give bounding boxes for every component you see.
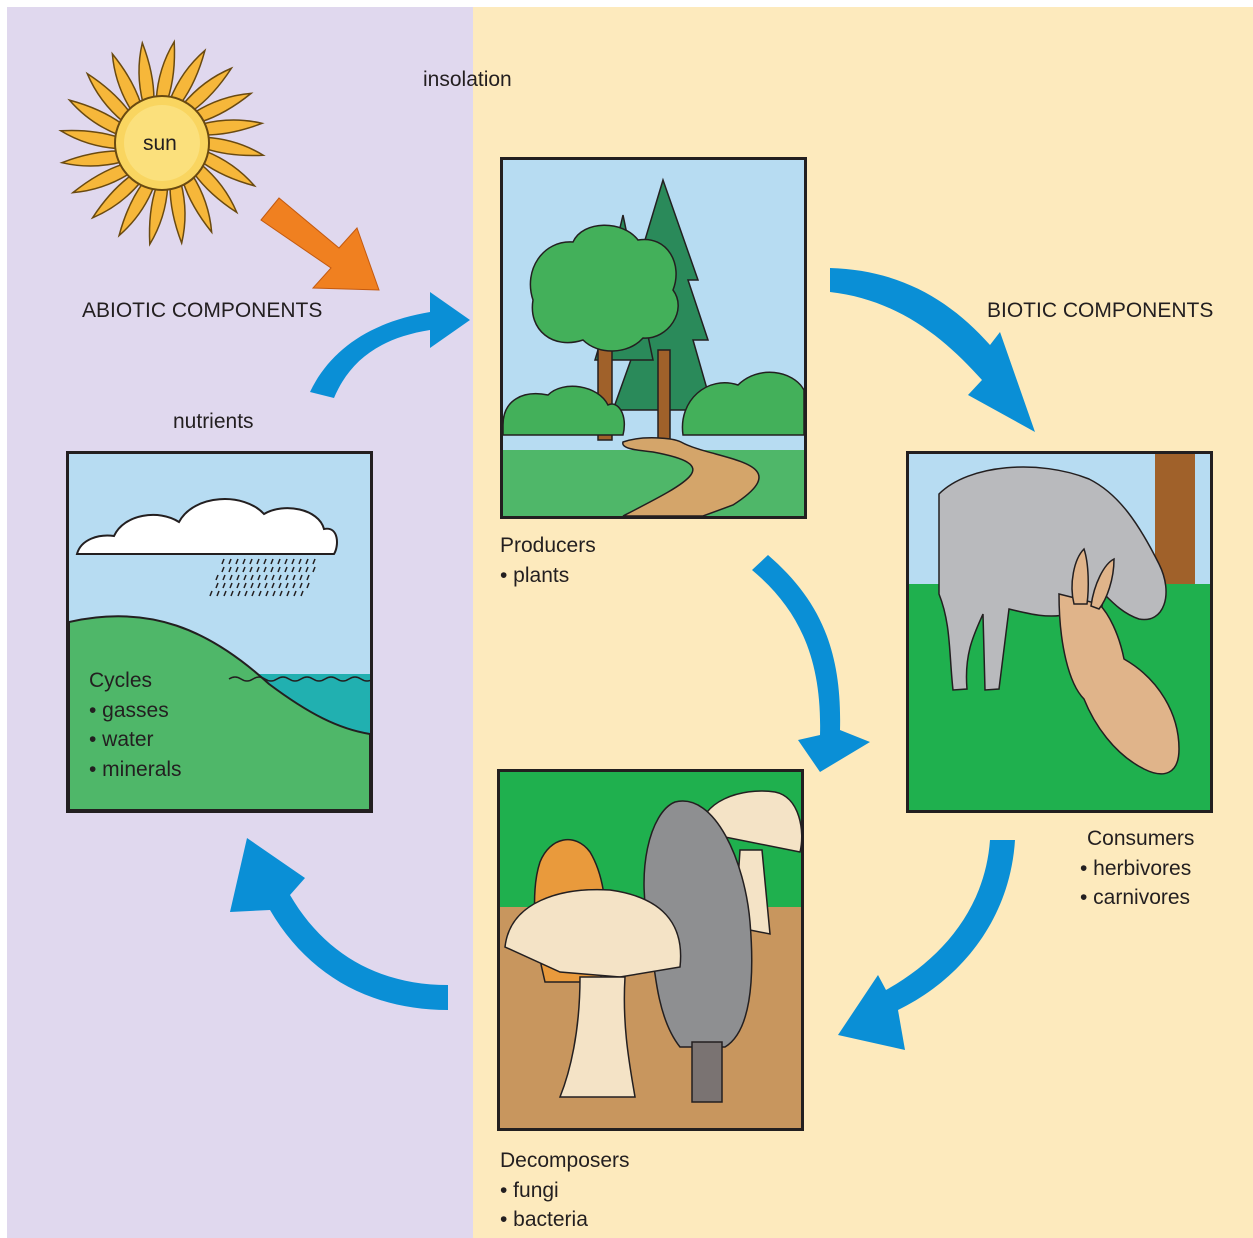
consumers-to-decomposers-arrow [838,840,1015,1050]
consumers-list: Consumers • herbivores • carnivores [1080,824,1194,913]
decomposers-title: Decomposers [500,1146,630,1176]
decomposers-list: Decomposers • fungi • bacteria [500,1146,630,1235]
producers-item-plants: • plants [500,561,596,591]
consumers-title: Consumers [1080,824,1194,854]
decomposers-item-bacteria: • bacteria [500,1205,630,1235]
consumers-item-herbivores: • herbivores [1080,854,1194,884]
decomposers-item-fungi: • fungi [500,1176,630,1206]
producers-to-consumers-arrow [830,268,1035,432]
cycles-item-minerals: • minerals [89,755,182,785]
producers-list: Producers • plants [500,531,596,590]
producers-panel [500,157,807,519]
cycles-title: Cycles [89,666,182,696]
cycles-item-water: • water [89,725,182,755]
consumers-panel [906,451,1213,813]
cycles-item-gasses: • gasses [89,696,182,726]
producers-to-decomposers-arrow [752,555,870,772]
decomposers-panel [497,769,804,1131]
cycles-list: Cycles • gasses • water • minerals [89,666,182,784]
decomposers-to-cycles-arrow [230,838,448,1010]
nutrients-to-producers-arrow [310,292,470,398]
producers-title: Producers [500,531,596,561]
consumers-item-carnivores: • carnivores [1080,883,1194,913]
